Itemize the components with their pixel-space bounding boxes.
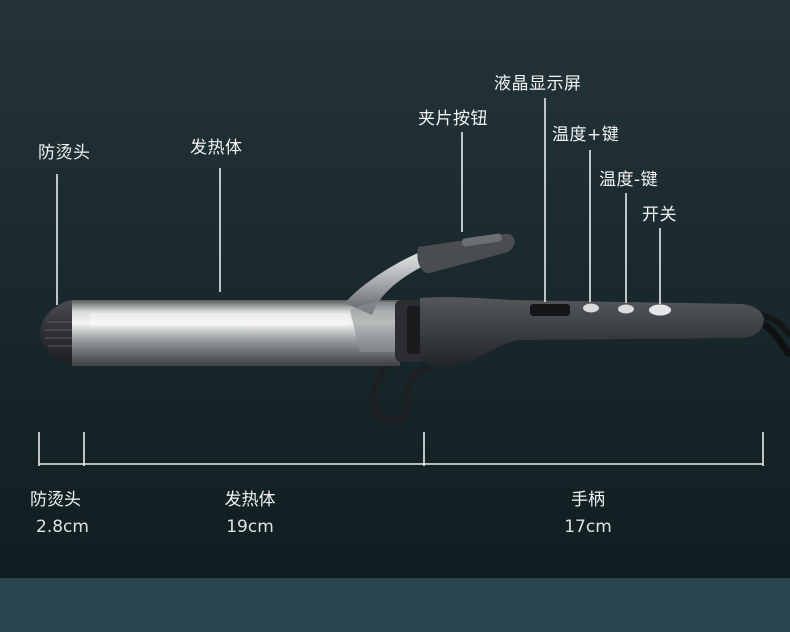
power-cord (758, 318, 790, 358)
temp-down-button (618, 304, 634, 314)
heating-barrel (72, 300, 400, 366)
bottom-band (0, 578, 790, 632)
callout-lcd-label: 液晶显示屏 (494, 74, 582, 94)
callout-lines (56, 98, 661, 305)
lcd-display (530, 304, 570, 316)
dimension-heater-value: 19cm (226, 517, 274, 537)
clip-arm (345, 250, 432, 315)
cool-tip (40, 300, 72, 366)
power-button (649, 304, 671, 316)
temp-up-button (583, 303, 599, 313)
dimension-tip-value: 2.8cm (36, 517, 89, 537)
callout-heater-label: 发热体 (190, 138, 243, 158)
callout-power-label: 开关 (642, 205, 677, 225)
dimension-tip-label: 防烫头 (30, 490, 81, 510)
callout-temp-down-label: 温度-键 (599, 170, 659, 190)
callout-tip-label: 防烫头 (38, 143, 91, 163)
callout-clip-button-label: 夹片按钮 (418, 109, 488, 129)
handle (420, 297, 764, 367)
clip-button-lever (417, 233, 515, 274)
dimension-heater-label: 发热体 (224, 490, 276, 510)
dimension-handle-value: 17cm (564, 517, 612, 537)
callout-temp-up-label: 温度+键 (552, 125, 620, 145)
dimension-scale (38, 432, 764, 466)
dimension-handle-label: 手柄 (571, 490, 605, 510)
stand-loop (370, 349, 431, 423)
